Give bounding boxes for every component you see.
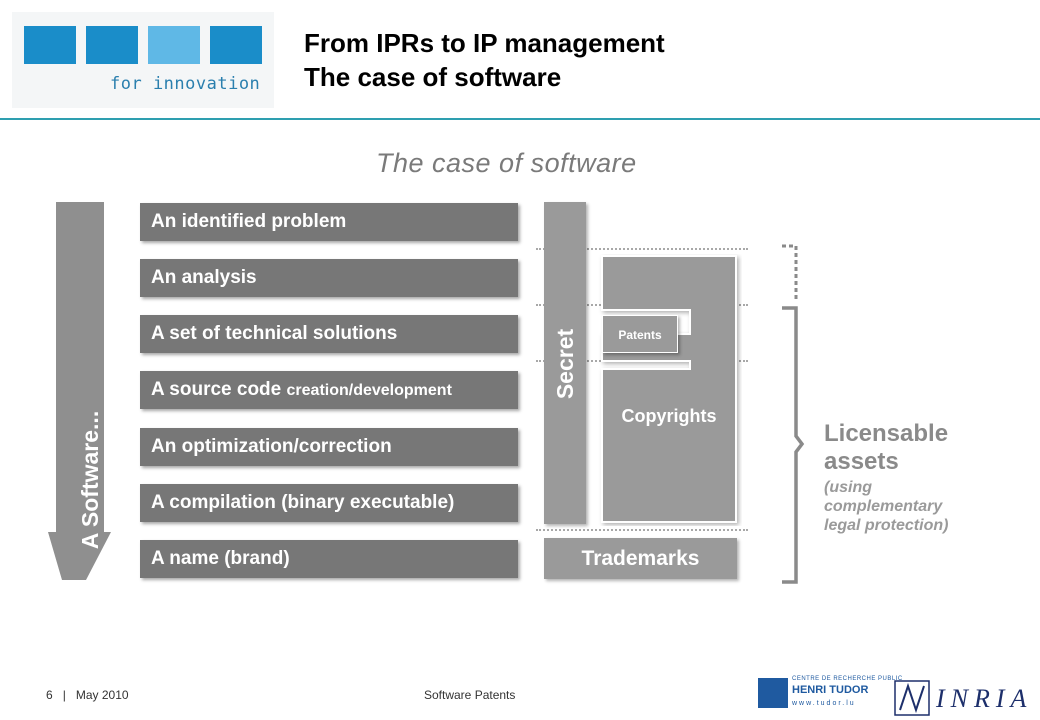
footer-page-info: 6 | May 2010 bbox=[46, 688, 129, 702]
tudor-innovation-logo: for innovation bbox=[12, 12, 274, 108]
licensable-title-line: Licensable bbox=[824, 420, 949, 447]
slide-title: From IPRs to IP management The case of s… bbox=[304, 26, 665, 94]
step-bar: A source code creation/development bbox=[140, 371, 518, 409]
step-bar: A compilation (binary executable) bbox=[140, 484, 518, 522]
step-label: An analysis bbox=[151, 267, 257, 288]
step-bar: An identified problem bbox=[140, 203, 518, 241]
logo-block-icon bbox=[86, 26, 138, 64]
diagram-heading: The case of software bbox=[376, 148, 637, 178]
footer-date: May 2010 bbox=[75, 688, 129, 702]
step-label: A compilation (binary executable) bbox=[151, 492, 455, 513]
page-number: 6 bbox=[46, 688, 53, 702]
logo-block-icon bbox=[148, 26, 200, 64]
copyrights-block bbox=[601, 255, 737, 523]
tudor-url: www.tudor.lu bbox=[792, 700, 856, 707]
licensable-subtitle: (using complementary legal protection) bbox=[824, 478, 948, 535]
step-bar: A name (brand) bbox=[140, 540, 518, 578]
step-bar: A set of technical solutions bbox=[140, 315, 518, 353]
dotted-separator bbox=[536, 248, 748, 250]
inria-text: INRIA bbox=[936, 684, 1033, 713]
inria-emblem-icon bbox=[894, 680, 930, 716]
licensable-subtitle-line: legal protection) bbox=[824, 517, 949, 534]
secret-block bbox=[544, 202, 586, 524]
licensable-title: Licensable assets bbox=[824, 420, 948, 476]
logo-block-icon bbox=[24, 26, 76, 64]
step-label: A name (brand) bbox=[151, 548, 290, 569]
inria-logo: INRIA bbox=[894, 678, 1034, 718]
step-label: A set of technical solutions bbox=[151, 323, 398, 344]
footer-title: Software Patents bbox=[424, 688, 516, 702]
down-arrow-icon bbox=[48, 202, 111, 580]
logo-tagline: for innovation bbox=[110, 74, 261, 94]
copyrights-label: Copyrights bbox=[621, 406, 717, 426]
dotted-separator bbox=[536, 529, 748, 531]
tudor-name: HENRI TUDOR bbox=[792, 684, 869, 696]
title-line-2: The case of software bbox=[304, 62, 562, 92]
step-bar: An optimization/correction bbox=[140, 428, 518, 466]
tudor-emblem-icon bbox=[758, 678, 788, 708]
licensable-title-line: assets bbox=[824, 448, 899, 475]
logo-block-icon bbox=[210, 26, 262, 64]
bracket-icon bbox=[782, 244, 805, 584]
trademarks-block: Trademarks bbox=[544, 538, 737, 579]
step-label: An optimization/correction bbox=[151, 436, 392, 457]
step-label: An identified problem bbox=[151, 211, 347, 232]
footer-separator: | bbox=[62, 688, 66, 702]
header-divider bbox=[0, 118, 1040, 120]
arrow-label: A Software... bbox=[77, 410, 103, 550]
step-bar: An analysis bbox=[140, 259, 518, 297]
step-label: A source code bbox=[151, 379, 287, 400]
step-label-detail: creation/development bbox=[286, 382, 452, 399]
title-line-1: From IPRs to IP management bbox=[304, 28, 665, 58]
licensable-subtitle-line: (using bbox=[824, 479, 872, 496]
secret-label: Secret bbox=[552, 328, 578, 400]
licensable-subtitle-line: complementary bbox=[824, 498, 943, 515]
tudor-small-text: CENTRE DE RECHERCHE PUBLIC bbox=[792, 676, 903, 682]
henri-tudor-logo: CENTRE DE RECHERCHE PUBLIC HENRI TUDOR w… bbox=[758, 674, 902, 714]
patents-block: Patents bbox=[602, 315, 678, 353]
